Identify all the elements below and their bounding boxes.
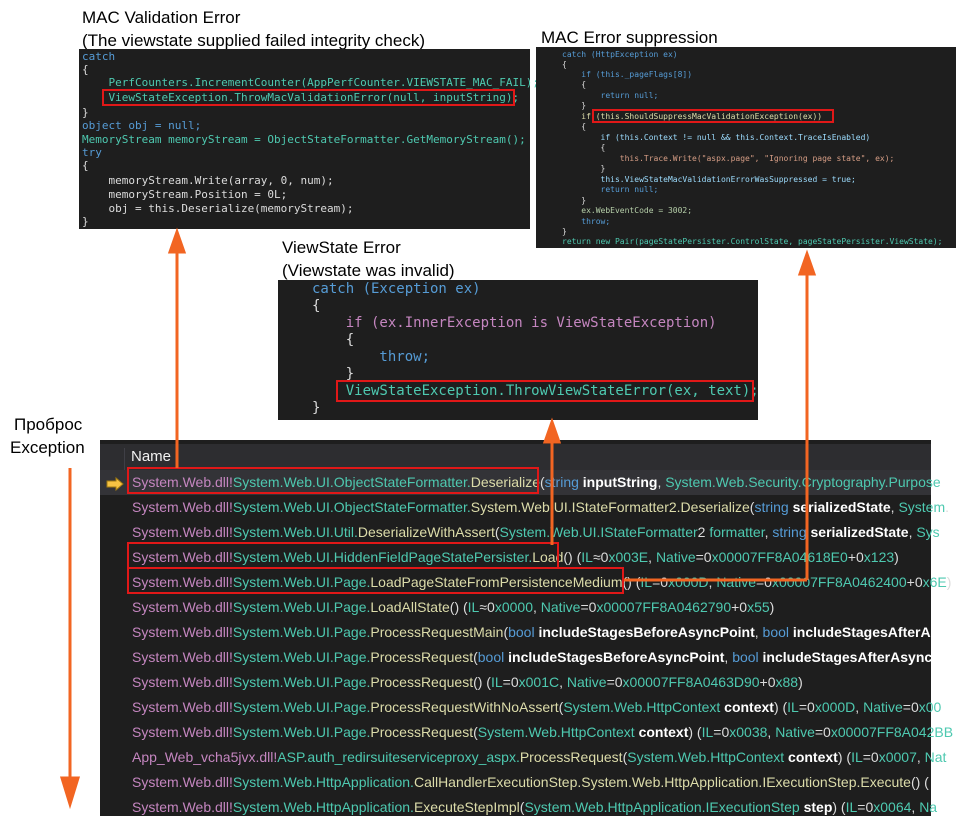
call-stack-frame[interactable]: System.Web.dll!System.Web.HttpApplicatio… — [132, 799, 938, 815]
column-separator — [124, 448, 125, 474]
frame-args: (System.Web.HttpContext context) (IL=0x0… — [558, 699, 942, 715]
call-stack-frame[interactable]: System.Web.dll!System.Web.UI.Page.Proces… — [132, 674, 803, 690]
frame-args: () (IL≈0x0000, Native=0x00007FF8A0462790… — [449, 599, 775, 615]
mac-validation-title: MAC Validation Error — [82, 8, 241, 27]
code-line: { — [562, 80, 587, 89]
call-stack-frame[interactable]: System.Web.dll!System.Web.UI.Page.LoadAl… — [132, 599, 775, 615]
viewstate-error-title: ViewState Error — [282, 238, 401, 257]
frame-args: (bool includeStagesBeforeAsyncPoint, boo… — [473, 649, 954, 665]
code-line: catch — [82, 50, 116, 63]
code-line: return new Pair(pageStatePersister.Contr… — [562, 237, 943, 246]
frame-args: () (IL=0x001C, Native=0x00007FF8A0463D90… — [473, 674, 803, 690]
code-line: } — [562, 101, 587, 110]
code-line: { — [562, 60, 567, 69]
call-stack-frame[interactable]: System.Web.dll!System.Web.UI.ObjectState… — [132, 499, 950, 515]
code-line: if (ex.InnerException is ViewStateExcept… — [312, 315, 717, 331]
code-line: } — [562, 164, 606, 173]
code-line: } — [82, 106, 89, 119]
code-line: ViewStateException.ThrowViewStateError(e… — [312, 383, 759, 399]
call-stack-frame[interactable]: System.Web.dll!System.Web.UI.HiddenField… — [132, 549, 899, 565]
arrow-head-icon — [797, 249, 817, 276]
frame-args: (System.Web.HttpContext context) (IL=0x0… — [473, 724, 954, 740]
code-line: { — [312, 332, 355, 348]
frame-args: (System.Web.HttpContext context) (IL=0x0… — [622, 749, 947, 765]
code-line: } — [562, 227, 567, 236]
frame-args: (System.Web.HttpApplication.IExecutionSt… — [519, 799, 938, 815]
frame-args: (bool includeStagesBeforeAsyncPoint, boo… — [503, 624, 955, 640]
frame-args: () ( — [910, 774, 929, 790]
code-line: MemoryStream memoryStream = ObjectStateF… — [82, 133, 526, 146]
call-stack-frame[interactable]: System.Web.dll!System.Web.UI.Page.Proces… — [132, 624, 955, 640]
code-line: ex.WebEventCode = 3002; — [562, 206, 693, 215]
code-line: try — [82, 146, 102, 159]
code-line: } — [82, 215, 89, 228]
code-line: this.ViewStateMacValidationErrorWasSuppr… — [562, 175, 856, 184]
arrow-head-icon — [167, 227, 187, 254]
call-stack-frame[interactable]: System.Web.dll!System.Web.HttpApplicatio… — [132, 774, 929, 790]
current-frame-arrow-icon — [106, 476, 124, 492]
code-panel-mac-suppression: catch (HttpException ex) { if (this._pag… — [536, 47, 956, 248]
frame-args: () (IL=0x000D, Native=0x00007FF8A0462400… — [622, 574, 952, 590]
code-line: if (this.ShouldSuppressMacValidationExce… — [562, 112, 823, 121]
frame-args: () (IL≈0x003E, Native=0x00007FF8A04618E0… — [563, 549, 899, 565]
code-line: { — [562, 122, 587, 131]
code-line: throw; — [312, 349, 431, 365]
highlight-throw-mac-validation-error — [102, 89, 515, 106]
code-line: catch (Exception ex) — [312, 281, 481, 297]
call-stack-frame[interactable]: System.Web.dll!System.Web.UI.Util.Deseri… — [132, 524, 940, 540]
code-panel-mac-validation: catch { PerfCounters.IncrementCounter(Ap… — [79, 49, 539, 229]
code-line: { — [312, 298, 321, 314]
code-line: } — [312, 400, 321, 416]
code-line: } — [312, 366, 355, 382]
highlight-should-suppress-mac-validation — [592, 109, 834, 123]
code-line: this.Trace.Write("aspx.page", "Ignoring … — [562, 154, 895, 163]
frame-args: (System.Web.UI.IStateFormatter2 formatte… — [494, 524, 940, 540]
code-line: catch (HttpException ex) — [562, 50, 678, 59]
code-panel-viewstate-error: catch (Exception ex) { if (ex.InnerExcep… — [278, 280, 759, 420]
call-stack-frame[interactable]: System.Web.dll!System.Web.UI.Page.Proces… — [132, 649, 954, 665]
highlight-throw-viewstate-error — [336, 380, 754, 402]
code-line: ViewStateException.ThrowMacValidationErr… — [82, 91, 520, 104]
code-line: object obj = null; — [82, 119, 202, 132]
call-stack-frame[interactable]: System.Web.dll!System.Web.UI.Page.Proces… — [132, 699, 942, 715]
call-stack-frame[interactable]: System.Web.dll!System.Web.UI.Page.Proces… — [132, 724, 954, 740]
code-line: if (this.Context != null && this.Context… — [562, 133, 871, 142]
code-line: PerfCounters.IncrementCounter(AppPerfCou… — [82, 76, 539, 89]
code-line: return null; — [562, 185, 659, 194]
mac-validation-subtitle: (The viewstate supplied failed integrity… — [82, 31, 425, 50]
exception-flow-label-2: Exception — [10, 438, 85, 457]
call-stack-window: Name System.Web.dll!System.Web.UI.Object… — [100, 440, 955, 816]
mac-suppression-title: MAC Error suppression — [541, 28, 718, 47]
arrow-head-icon — [542, 417, 562, 444]
code-line: } — [562, 196, 587, 205]
call-stack-frame[interactable]: System.Web.dll!System.Web.UI.Page.LoadPa… — [132, 574, 952, 590]
exception-flow-label-1: Проброс — [14, 415, 83, 434]
code-line: memoryStream.Write(array, 0, num); — [82, 174, 334, 187]
column-header-name[interactable]: Name — [131, 448, 172, 465]
arrow-head-icon — [59, 776, 81, 810]
code-line: memoryStream.Position = 0L; — [82, 188, 288, 201]
frame-args: (string serializedState, System. — [749, 499, 950, 515]
code-line: { — [82, 63, 89, 76]
code-line: if (this._pageFlags[8]) — [562, 70, 693, 79]
highlight-loadpagestate-frame — [127, 567, 624, 594]
frame-args: (string inputString, System.Web.Security… — [539, 474, 941, 490]
code-line: throw; — [562, 217, 611, 226]
code-line: return null; — [562, 91, 659, 100]
code-line: obj = this.Deserialize(memoryStream); — [82, 202, 354, 215]
code-line: { — [82, 159, 89, 172]
viewstate-error-subtitle: (Viewstate was invalid) — [282, 261, 455, 280]
highlight-deserialize-frame — [127, 467, 539, 494]
call-stack-frame[interactable]: App_Web_vcha5jvx.dll!ASP.auth_redirsuite… — [132, 749, 947, 765]
call-stack-frame[interactable]: System.Web.dll!System.Web.UI.ObjectState… — [100, 470, 941, 495]
code-line: { — [562, 143, 606, 152]
